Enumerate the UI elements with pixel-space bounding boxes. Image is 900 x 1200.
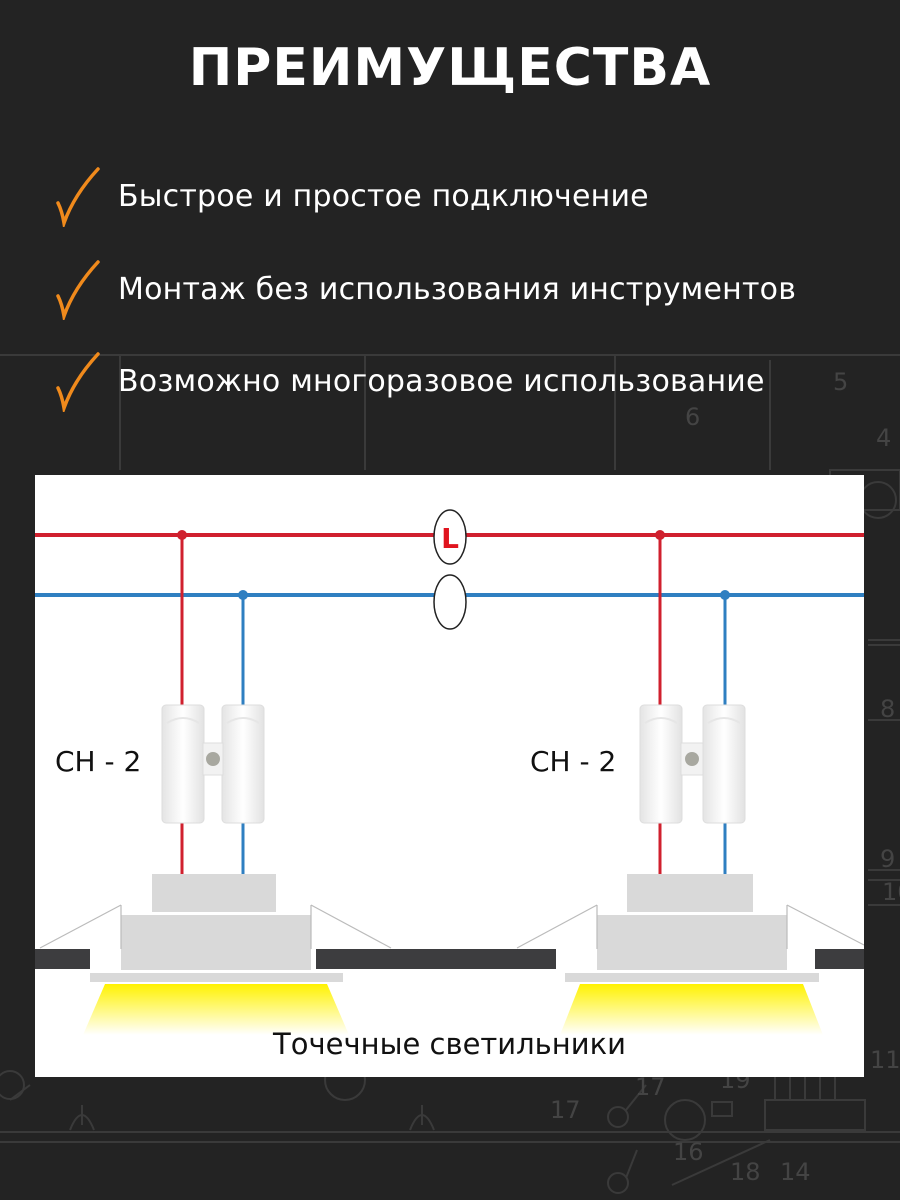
checkmark-icon [56, 260, 100, 320]
phase-label-badge: L [433, 509, 467, 565]
wiring-diagram-graphic: L [35, 509, 864, 1035]
bg-number: 17 [550, 1096, 581, 1124]
benefit-item: Быстрое и простое подключение [52, 166, 649, 227]
bg-number: 6 [685, 403, 700, 431]
bg-number: 10 [882, 878, 900, 906]
bg-number: 14 [780, 1158, 811, 1186]
bg-number: 16 [673, 1138, 704, 1166]
bg-number: 17 [635, 1073, 666, 1101]
checkmark-icon [56, 352, 100, 412]
bg-number: 11 [870, 1046, 900, 1074]
checkmark-icon [56, 167, 100, 227]
svg-text:L: L [441, 522, 459, 555]
spotlight-1 [39, 874, 392, 1035]
benefit-item: Монтаж без использования инструментов [52, 259, 797, 320]
bg-number: 5 [833, 368, 848, 396]
page-title: ПРЕИМУЩЕСТВА [188, 38, 712, 98]
bg-number: 4 [876, 424, 891, 452]
bg-number: 8 [880, 695, 895, 723]
benefit-text: Монтаж без использования инструментов [118, 271, 797, 307]
benefit-item: Возможно многоразовое использование [52, 351, 765, 412]
connector-label: CH - 2 [55, 745, 142, 778]
neutral-label-badge [433, 574, 467, 630]
bg-number: 18 [730, 1158, 761, 1186]
connector-ch2-2 [639, 704, 746, 824]
connector-ch2-1 [161, 704, 265, 824]
wiring-diagram: L [35, 475, 864, 1077]
ceiling [35, 949, 864, 969]
benefit-text: Возможно многоразовое использование [118, 363, 765, 399]
spotlight-2 [516, 874, 864, 1035]
connector-label: CH - 2 [530, 745, 617, 778]
benefit-text: Быстрое и простое подключение [118, 178, 649, 214]
diagram-caption: Точечные светильники [273, 1027, 626, 1061]
bg-number: 9 [880, 845, 895, 873]
